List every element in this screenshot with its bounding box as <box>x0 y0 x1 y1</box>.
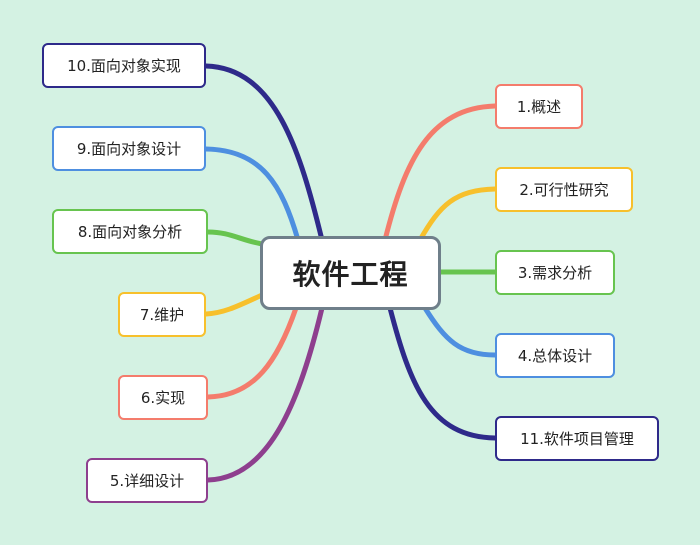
node-8-oo-analysis[interactable]: 8.面向对象分析 <box>52 209 208 254</box>
node-label: 3.需求分析 <box>517 264 593 282</box>
node-5-detailed-design[interactable]: 5.详细设计 <box>86 458 208 503</box>
node-label: 7.维护 <box>139 306 185 324</box>
connector-7-maintenance <box>203 292 265 317</box>
connector-9-oo-design <box>203 146 301 243</box>
node-10-oo-implementation[interactable]: 10.面向对象实现 <box>42 43 206 88</box>
node-1-overview[interactable]: 1.概述 <box>495 84 583 129</box>
node-6-implementation[interactable]: 6.实现 <box>118 375 208 420</box>
node-label: 9.面向对象设计 <box>76 140 182 158</box>
node-label: 6.实现 <box>140 389 186 407</box>
central-topic-label: 软件工程 <box>292 258 409 291</box>
node-label: 11.软件项目管理 <box>520 430 634 448</box>
node-label: 5.详细设计 <box>109 472 185 490</box>
connector-4-overall-design <box>422 305 498 358</box>
node-11-project-management[interactable]: 11.软件项目管理 <box>495 416 659 461</box>
node-9-oo-design[interactable]: 9.面向对象设计 <box>52 126 206 171</box>
connector-11-project-management <box>387 305 498 441</box>
node-2-feasibility-study[interactable]: 2.可行性研究 <box>495 167 633 212</box>
connector-1-overview <box>382 103 498 243</box>
connector-8-oo-analysis <box>205 229 265 247</box>
node-7-maintenance[interactable]: 7.维护 <box>118 292 206 337</box>
node-3-requirements-analysis[interactable]: 3.需求分析 <box>495 250 615 295</box>
node-label: 4.总体设计 <box>517 347 593 365</box>
connector-5-detailed-design <box>205 305 325 483</box>
node-label: 10.面向对象实现 <box>67 57 181 75</box>
connector-10-oo-implementation <box>203 63 325 243</box>
node-4-overall-design[interactable]: 4.总体设计 <box>495 333 615 378</box>
central-topic[interactable]: 软件工程 <box>260 236 441 310</box>
node-label: 2.可行性研究 <box>519 181 609 199</box>
node-label: 1.概述 <box>516 98 562 116</box>
connector-6-implementation <box>205 305 299 400</box>
node-label: 8.面向对象分析 <box>77 223 183 241</box>
connector-2-feasibility <box>417 186 498 243</box>
